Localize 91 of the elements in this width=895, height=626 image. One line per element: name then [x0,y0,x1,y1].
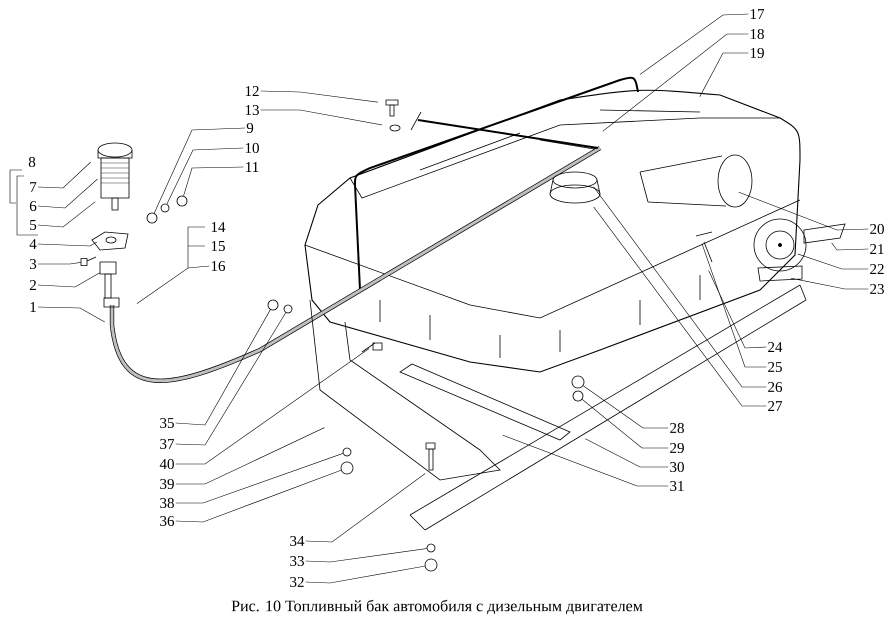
leader-line [175,427,325,484]
callout-number: 20 [870,224,884,234]
callout-number: 5 [30,220,36,230]
bolt-head [80,258,88,266]
leader-line [38,201,96,228]
callout-number: 21 [870,244,884,254]
callout-number: 39 [160,478,174,490]
drain-plug [572,376,584,388]
leader-line [260,110,382,126]
callout-number: 17 [750,9,764,19]
leader-line [260,90,378,103]
leader-line [136,266,210,304]
callout-number: 19 [750,48,764,58]
callout-number: 10 [246,142,259,154]
washer [342,448,352,456]
callout-number: 15 [212,240,225,252]
callout-number: 32 [290,576,304,588]
leader-line [640,14,749,75]
callout-number: 37 [160,438,174,450]
callout-number: 9 [246,122,254,134]
leader-line [38,242,98,246]
callout-number: 25 [768,362,782,372]
callout-number: 36 [160,516,174,526]
washer [146,212,158,224]
callout-number: 35 [160,418,174,428]
leader-line [38,272,100,288]
leader-line [175,309,271,426]
leader-line [790,278,869,290]
callout-number: 26 [768,382,782,392]
leader-line [175,470,342,522]
callout-number: 4 [30,239,37,249]
washer [572,390,584,402]
leader-line [175,312,286,446]
callout-number: 29 [670,442,684,454]
leader-line [175,348,370,464]
leader-line [593,206,767,406]
nut [424,558,438,572]
leader-line [582,385,669,428]
callout-number: 34 [290,536,304,546]
callout-number: 30 [670,462,684,472]
callout-number: 6 [30,200,36,212]
callout-number: 18 [750,28,764,40]
leader-line [593,186,767,388]
leader-line [797,254,869,270]
callout-number: 3 [30,258,36,270]
leader-line [700,52,749,97]
nut [176,196,188,206]
callout-number: 23 [870,284,884,294]
callout-number: 7 [30,182,36,192]
leader-line [502,434,669,486]
callout-number: 24 [768,342,782,352]
callout-number: 13 [246,104,259,116]
leader-line [175,453,344,504]
leader-line [38,262,81,264]
callout-number: 8 [28,156,36,168]
callout-number: 22 [870,264,884,274]
callout-number: 38 [160,498,174,508]
leader-line [154,128,246,214]
leader-line [38,306,106,322]
leader-line [602,34,749,132]
callout-number: 33 [290,556,304,566]
callout-number: 16 [212,260,226,272]
leader-line [38,178,98,208]
nut [340,462,354,474]
leader-line [708,270,767,348]
leader-line [582,399,669,448]
pipe-fitting [100,262,116,274]
washer [426,544,436,552]
callout-number: 1 [30,302,36,312]
leader-line [38,162,91,188]
leader-line [305,566,425,584]
leader-line [585,438,669,468]
callout-number: 40 [160,458,174,470]
callout-number: 14 [212,222,226,232]
washer [160,204,170,212]
leader-line [166,148,244,204]
nut [268,300,278,310]
callout-number: 31 [670,480,684,492]
callout-number: 12 [246,86,259,96]
leader-line [702,243,767,368]
leader-line [305,548,427,562]
callout-number: 2 [30,280,36,290]
caption: Рис. 10 Топливный бак автомобиля с дизельным двигателем [232,600,642,614]
callout-number: 11 [246,162,258,172]
leader-line [738,192,869,230]
leader-line [305,473,426,542]
leader-line [183,166,244,196]
leader-line [831,242,869,250]
washer [284,304,292,314]
callout-number: 28 [670,422,684,434]
callout-number: 27 [768,401,782,411]
